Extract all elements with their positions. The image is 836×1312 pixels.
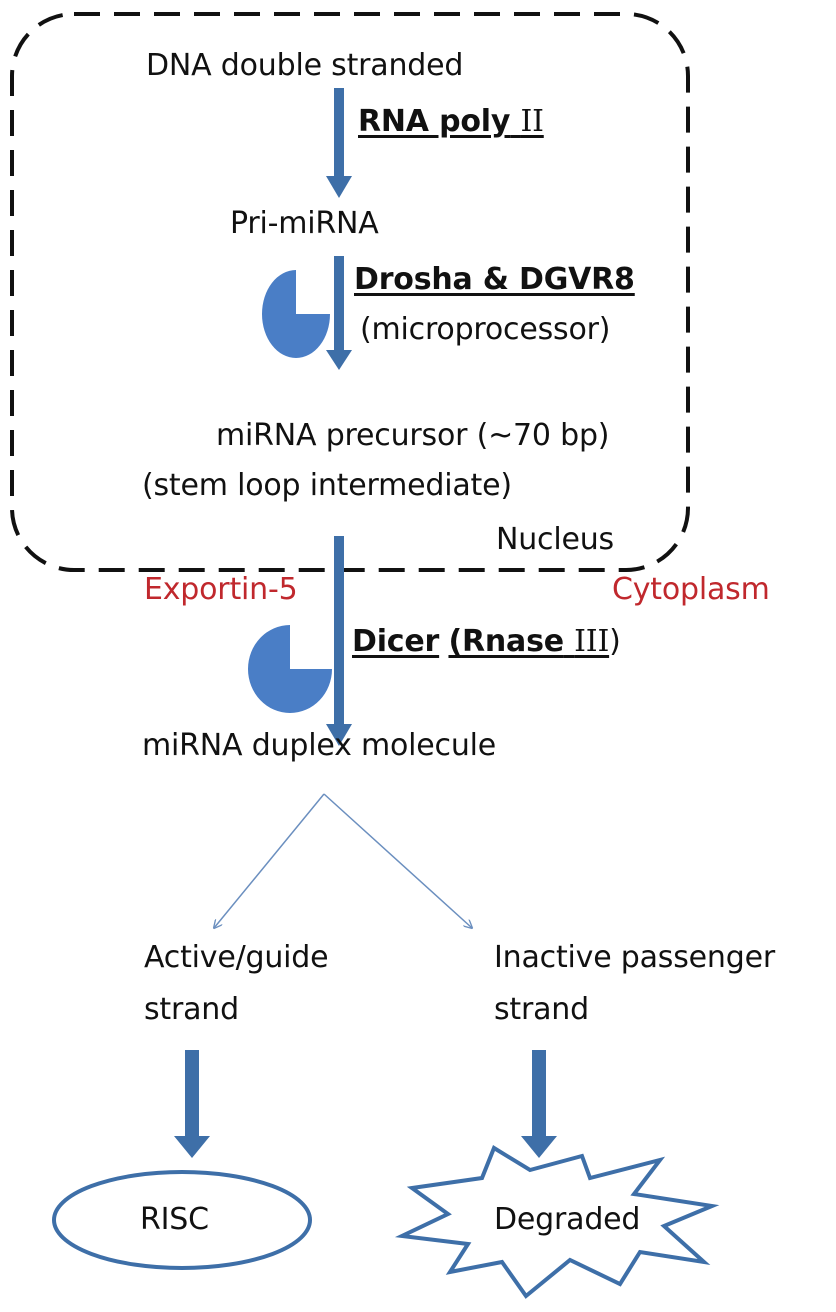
arrow-dna-to-pri (326, 88, 352, 198)
dicer-enzyme-icon (248, 625, 332, 713)
nucleus-boundary (10, 12, 690, 572)
rnase-name: Rnase (461, 624, 564, 659)
dicer-label: Dicer (Rnase III) (352, 624, 621, 660)
passenger-strand-line2: strand (494, 992, 589, 1027)
rna-poly-label: RNA poly II (358, 104, 544, 140)
split-arrow-guide (214, 793, 325, 928)
dna-label: DNA double stranded (146, 48, 464, 83)
pri-mirna-label: Pri-miRNA (230, 206, 379, 241)
stem-loop-label: (stem loop intermediate) (142, 468, 512, 503)
drosha-enzyme-icon (262, 270, 330, 358)
dicer-name: Dicer (352, 624, 440, 659)
arrow-precursor-to-duplex (326, 536, 352, 746)
arrow-passenger-to-degraded (521, 1050, 557, 1158)
drosha-label: Drosha & DGVR8 (354, 262, 635, 297)
rnase-open-paren: ( (448, 624, 462, 659)
rnase-close-paren: ) (609, 624, 621, 659)
arrow-pri-to-precursor (326, 256, 352, 370)
risc-label: RISC (140, 1202, 209, 1237)
rnase-roman: III (574, 624, 610, 659)
cytoplasm-label: Cytoplasm (612, 572, 770, 607)
arrow-guide-to-risc (174, 1050, 210, 1158)
microprocessor-label: (microprocessor) (360, 312, 611, 347)
passenger-strand-line1: Inactive passenger (494, 940, 775, 975)
guide-strand-line1: Active/guide (144, 940, 329, 975)
risc-ellipse (52, 1170, 312, 1270)
exportin-label: Exportin-5 (144, 572, 298, 607)
rna-poly-name: RNA poly (358, 104, 511, 139)
nucleus-label: Nucleus (496, 522, 614, 557)
precursor-label: miRNA precursor (~70 bp) (216, 418, 610, 453)
duplex-label: miRNA duplex molecule (142, 728, 497, 763)
degraded-label: Degraded (494, 1202, 641, 1237)
rna-poly-roman: II (520, 104, 544, 139)
guide-strand-line2: strand (144, 992, 239, 1027)
degraded-starburst (394, 1145, 720, 1299)
split-arrow-passenger (323, 793, 472, 928)
